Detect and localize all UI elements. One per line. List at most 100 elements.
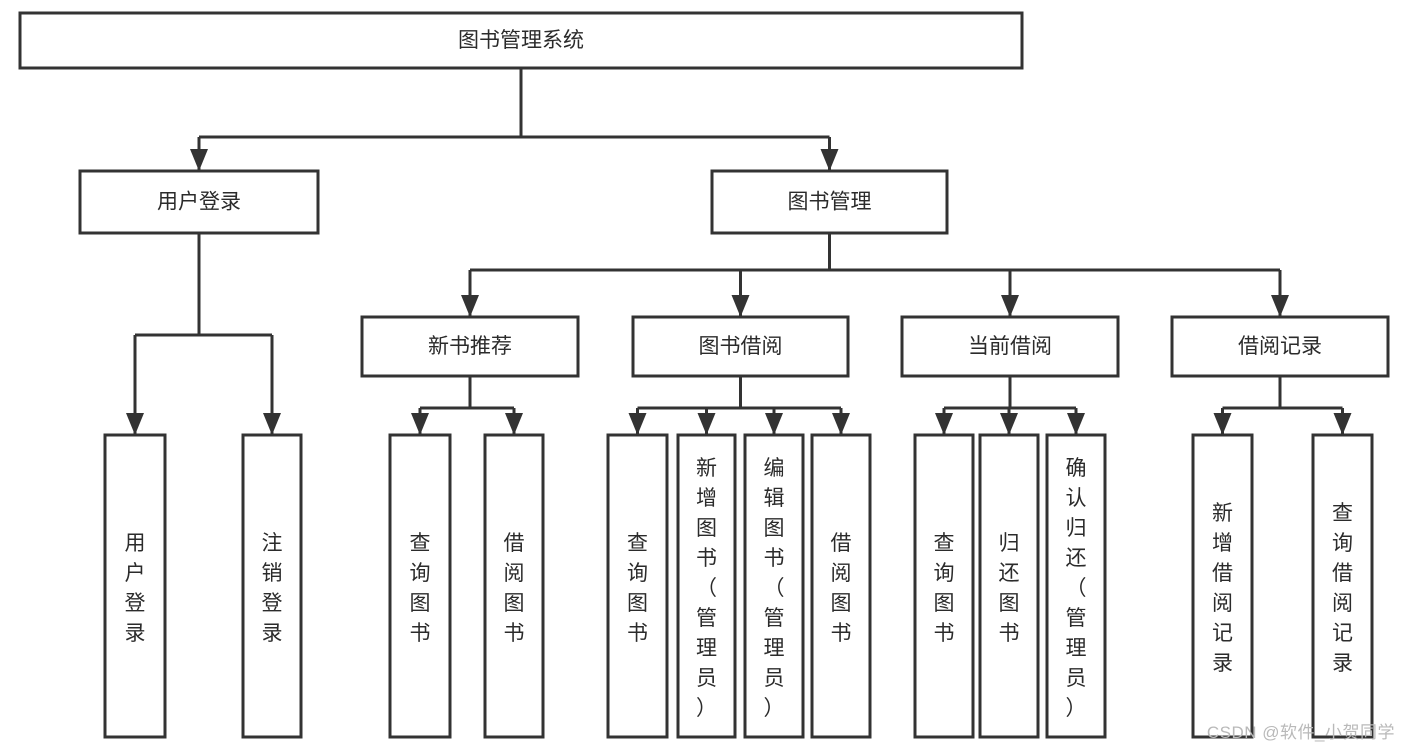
svg-text:书: 书 bbox=[696, 547, 717, 570]
node-borrow-record-box[interactable] bbox=[1170, 315, 1390, 378]
arrow-head-icon bbox=[1000, 413, 1018, 435]
svg-text:户: 户 bbox=[125, 562, 146, 585]
leaf-add-book-box[interactable] bbox=[676, 433, 737, 739]
leaf-query-book-1-box[interactable] bbox=[388, 433, 452, 739]
svg-text:登: 登 bbox=[262, 592, 283, 615]
arrow-head-icon bbox=[1271, 295, 1289, 317]
node-new-book-recommend-box[interactable] bbox=[360, 315, 580, 378]
svg-text:图: 图 bbox=[999, 592, 1020, 615]
svg-text:录: 录 bbox=[1332, 652, 1353, 675]
svg-text:）: ） bbox=[764, 697, 785, 720]
leaf-return-book-box[interactable] bbox=[978, 433, 1040, 739]
svg-text:图: 图 bbox=[627, 592, 648, 615]
node-book-management-box[interactable] bbox=[710, 169, 949, 235]
arrow-head-icon bbox=[731, 295, 750, 317]
svg-text:录: 录 bbox=[1212, 652, 1233, 675]
arrow-head-icon bbox=[765, 413, 783, 435]
node-book-borrow-label: 图书借阅 bbox=[699, 335, 783, 358]
svg-text:理: 理 bbox=[696, 637, 717, 660]
svg-text:录: 录 bbox=[125, 622, 146, 645]
svg-text:）: ） bbox=[1066, 697, 1087, 720]
node-book-borrow-box[interactable] bbox=[631, 315, 850, 378]
svg-text:借: 借 bbox=[504, 532, 525, 555]
leaf-borrow-book-2-box[interactable] bbox=[810, 433, 872, 739]
svg-text:编: 编 bbox=[764, 457, 785, 480]
svg-text:管: 管 bbox=[1066, 607, 1087, 630]
node-root-system-box[interactable] bbox=[18, 11, 1024, 70]
svg-text:书: 书 bbox=[410, 622, 431, 645]
svg-text:销: 销 bbox=[262, 562, 283, 585]
arrow-head-icon bbox=[1067, 413, 1085, 435]
arrow-head-icon bbox=[190, 149, 208, 171]
arrow-head-icon bbox=[126, 413, 144, 435]
svg-text:询: 询 bbox=[410, 562, 431, 585]
connector-layer bbox=[126, 68, 1352, 435]
arrow-head-icon bbox=[628, 413, 647, 435]
arrow-head-icon bbox=[1333, 413, 1352, 435]
svg-text:增: 增 bbox=[1212, 532, 1233, 555]
node-root-system-label: 图书管理系统 bbox=[458, 29, 584, 52]
svg-text:阅: 阅 bbox=[1332, 592, 1353, 615]
svg-text:（: （ bbox=[764, 577, 785, 600]
leaf-borrow-book-1-box[interactable] bbox=[483, 433, 545, 739]
svg-text:增: 增 bbox=[696, 487, 717, 510]
leaf-edit-book-box[interactable] bbox=[743, 433, 805, 739]
node-user-login-box[interactable] bbox=[78, 169, 320, 235]
svg-text:登: 登 bbox=[125, 592, 146, 615]
svg-text:辑: 辑 bbox=[764, 487, 785, 510]
arrow-head-icon bbox=[411, 413, 429, 435]
leaf-add-borrow-record-box[interactable] bbox=[1191, 433, 1254, 739]
svg-text:还: 还 bbox=[999, 562, 1020, 585]
leaf-confirm-return-box[interactable] bbox=[1045, 433, 1107, 739]
svg-text:理: 理 bbox=[764, 637, 785, 660]
svg-text:书: 书 bbox=[764, 547, 785, 570]
node-new-book-recommend-label: 新书推荐 bbox=[428, 335, 512, 358]
arrow-head-icon bbox=[832, 413, 850, 435]
svg-text:图: 图 bbox=[831, 592, 852, 615]
node-user-login-label: 用户登录 bbox=[157, 191, 241, 214]
svg-text:书: 书 bbox=[831, 622, 852, 645]
svg-text:图: 图 bbox=[504, 592, 525, 615]
svg-text:书: 书 bbox=[627, 622, 648, 645]
svg-text:阅: 阅 bbox=[504, 562, 525, 585]
svg-text:管: 管 bbox=[696, 607, 717, 630]
arrow-head-icon bbox=[505, 413, 523, 435]
leaf-query-book-2-box[interactable] bbox=[606, 433, 669, 739]
svg-text:书: 书 bbox=[999, 622, 1020, 645]
svg-text:书: 书 bbox=[934, 622, 955, 645]
svg-text:阅: 阅 bbox=[831, 562, 852, 585]
leaf-user-login-box[interactable] bbox=[103, 433, 167, 739]
svg-text:员: 员 bbox=[1066, 667, 1087, 690]
svg-text:理: 理 bbox=[1066, 637, 1087, 660]
leaf-logout-box[interactable] bbox=[241, 433, 303, 739]
svg-text:录: 录 bbox=[262, 622, 283, 645]
leaf-query-borrow-record-box[interactable] bbox=[1311, 433, 1374, 739]
leaf-user-login-label: 用户登录 bbox=[125, 532, 146, 645]
svg-text:阅: 阅 bbox=[1212, 592, 1233, 615]
svg-text:员: 员 bbox=[696, 667, 717, 690]
svg-text:用: 用 bbox=[125, 532, 146, 555]
svg-text:认: 认 bbox=[1066, 487, 1087, 510]
svg-text:记: 记 bbox=[1332, 622, 1353, 645]
svg-text:归: 归 bbox=[999, 532, 1020, 555]
svg-text:询: 询 bbox=[627, 562, 648, 585]
svg-text:确: 确 bbox=[1066, 457, 1087, 480]
svg-text:借: 借 bbox=[1332, 562, 1353, 585]
svg-text:）: ） bbox=[696, 697, 717, 720]
svg-text:查: 查 bbox=[410, 532, 431, 555]
svg-text:记: 记 bbox=[1212, 622, 1233, 645]
node-current-borrow-label: 当前借阅 bbox=[968, 335, 1052, 358]
svg-text:询: 询 bbox=[934, 562, 955, 585]
arrow-head-icon bbox=[1001, 295, 1019, 317]
svg-text:新: 新 bbox=[696, 457, 717, 480]
node-current-borrow-box[interactable] bbox=[900, 315, 1120, 378]
leaf-query-book-3-box[interactable] bbox=[913, 433, 975, 739]
